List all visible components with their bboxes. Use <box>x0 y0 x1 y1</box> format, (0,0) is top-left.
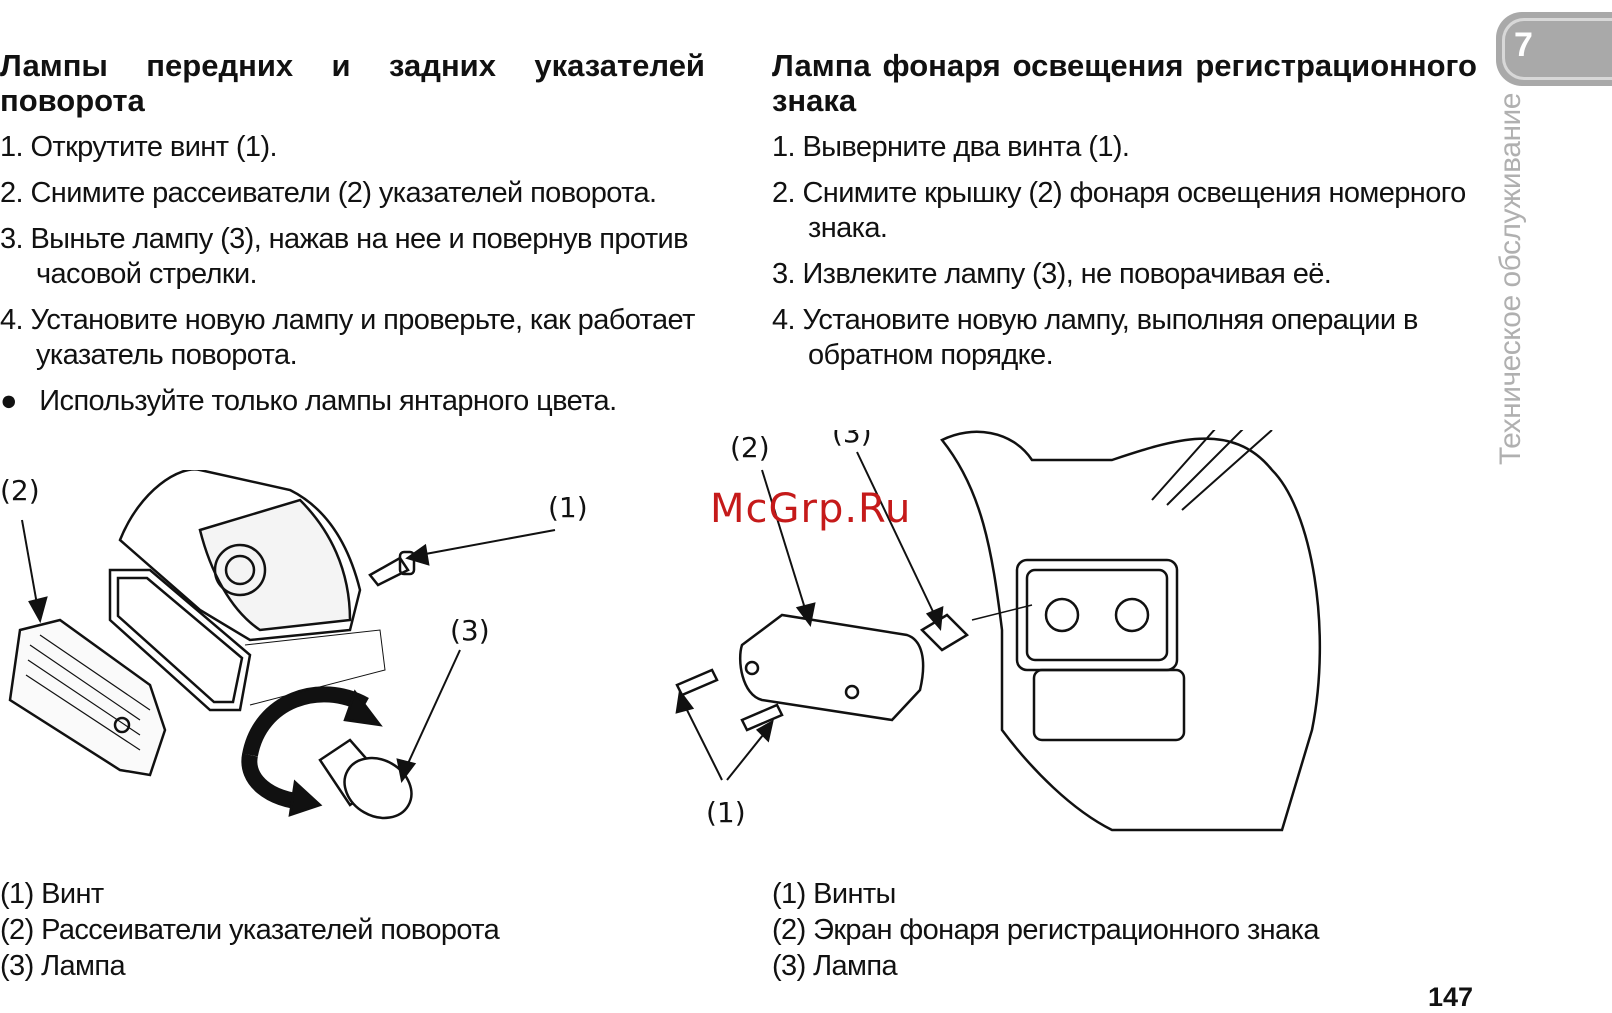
left-column: Лампы передних и задних указателей повор… <box>0 48 705 419</box>
right-fig-label-2: (2) <box>730 431 770 464</box>
right-step-1: 1. Выверните два винта (1). <box>772 131 1130 163</box>
left-captions: (1) Винт (2) Рассеиватели указателей пов… <box>0 876 500 984</box>
left-step-2: 2. Снимите рассеиватели (2) указателей п… <box>0 177 657 209</box>
right-step-2: 2. Снимите крышку (2) фонаря освещения н… <box>772 177 1466 244</box>
right-step-4: 4. Установите новую лампу, выполняя опер… <box>772 304 1418 371</box>
left-bullet-text: Используйте только лампы янтарного цвета… <box>39 385 617 417</box>
left-fig-label-1: (1) <box>548 491 588 524</box>
left-step-4: 4. Установите новую лампу и проверьте, к… <box>0 304 695 371</box>
left-caption-3: (3) Лампа <box>0 950 126 982</box>
right-caption-2: (2) Экран фонаря регистрационного знака <box>772 914 1319 946</box>
license-light-illustration: (2) (3) (1) <box>675 430 1322 832</box>
right-fig-label-3: (3) <box>832 430 872 449</box>
left-fig-label-3: (3) <box>450 614 490 647</box>
right-caption-3: (3) Лампа <box>772 950 898 982</box>
chapter-number: 7 <box>1514 26 1533 64</box>
right-captions: (1) Винты (2) Экран фонаря регистрационн… <box>772 876 1319 984</box>
left-step-1: 1. Открутите винт (1). <box>0 131 278 163</box>
left-heading: Лампы передних и задних указателей повор… <box>0 48 705 118</box>
section-side-label: Техническое обслуживание <box>1494 93 1527 465</box>
turn-signal-illustration: (2) (1) (3) <box>0 470 588 820</box>
right-caption-1: (1) Винты <box>772 878 896 910</box>
right-step-3: 3. Извлеките лампу (3), не поворачивая е… <box>772 258 1332 290</box>
right-column: Лампа фонаря освещения регистрационного … <box>772 48 1477 384</box>
page-number: 147 <box>1428 982 1474 1012</box>
right-heading: Лампа фонаря освещения регистрационного … <box>772 48 1477 118</box>
left-caption-1: (1) Винт <box>0 878 104 910</box>
watermark: McGrp.Ru <box>710 486 912 532</box>
right-fig-label-1: (1) <box>706 796 746 829</box>
left-bullet: ● Используйте только лампы янтарного цве… <box>0 385 617 417</box>
left-fig-label-2: (2) <box>0 474 40 507</box>
chapter-tab-inner <box>1502 18 1612 80</box>
left-caption-2: (2) Рассеиватели указателей поворота <box>0 914 500 946</box>
left-step-3: 3. Выньте лампу (3), нажав на нее и пове… <box>0 223 689 290</box>
chapter-tab: 7 <box>1496 12 1612 86</box>
